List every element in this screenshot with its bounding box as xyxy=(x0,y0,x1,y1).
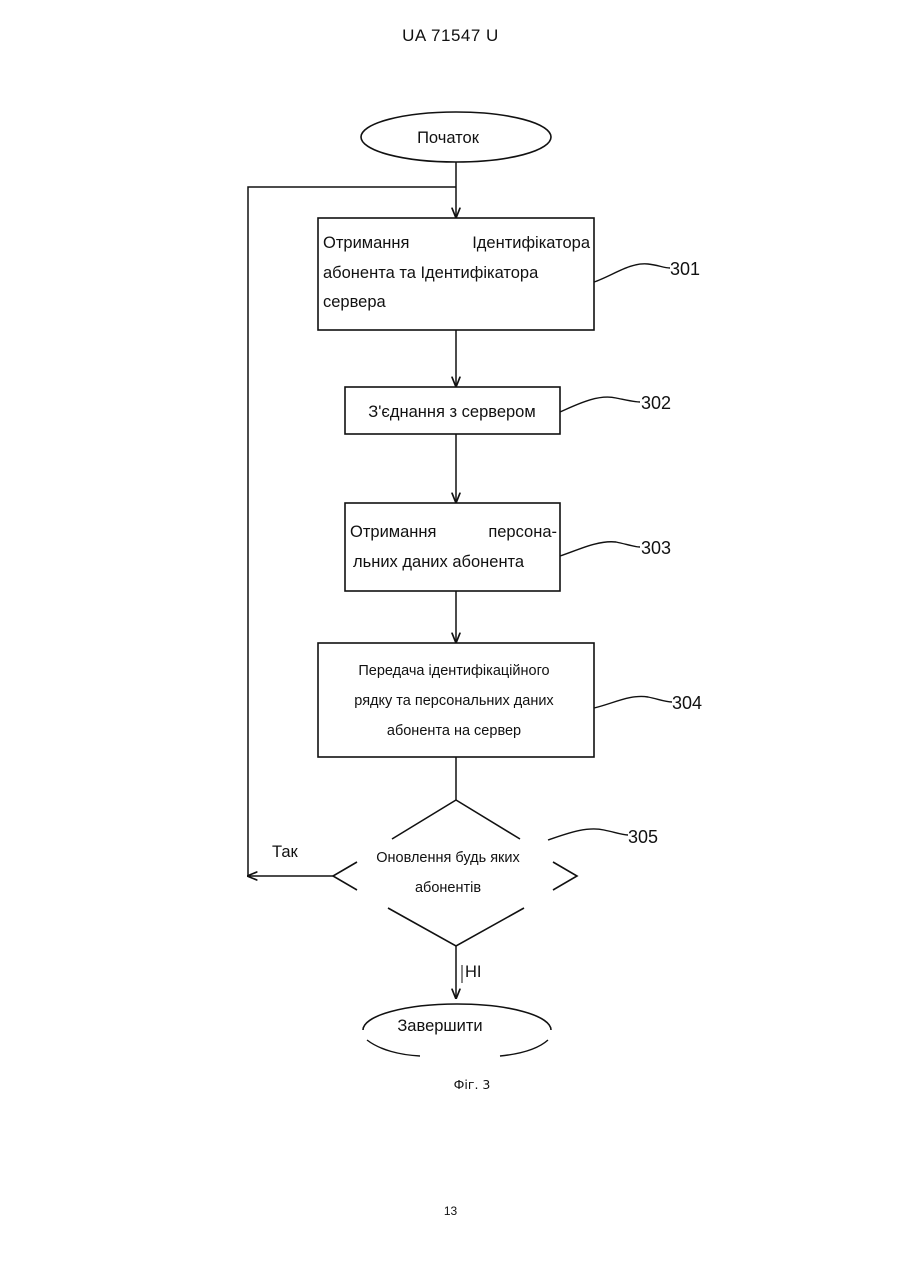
decision305-line2: абонентів xyxy=(415,880,481,896)
step301-line1-a: Отримання xyxy=(323,234,409,252)
ref-304: 304 xyxy=(672,693,702,713)
step301-line2: абонента та Ідентифікатора xyxy=(323,264,539,282)
end-terminator: Завершити xyxy=(363,1004,551,1056)
process-box-304: Передача ідентифікаційного рядку та перс… xyxy=(318,643,594,757)
ref-303: 303 xyxy=(641,538,671,558)
decision305-line1: Оновлення будь яких xyxy=(376,850,520,866)
leader-305 xyxy=(548,829,628,840)
leader-302 xyxy=(560,397,640,412)
step303-line1-b: персона- xyxy=(488,523,557,541)
ref-301: 301 xyxy=(670,259,700,279)
step301-line1-b: Ідентифікатора xyxy=(472,234,591,252)
decision-305: Оновлення будь яких абонентів xyxy=(333,800,577,946)
ref-305: 305 xyxy=(628,827,658,847)
process-box-303: Отримання персона- льних даних абонента xyxy=(345,503,560,591)
step304-line3: абонента на сервер xyxy=(387,723,521,739)
end-label: Завершити xyxy=(397,1017,482,1035)
figure-caption: Фіг. 3 xyxy=(454,1077,491,1092)
step303-line2: льних даних абонента xyxy=(353,553,525,571)
step302-label: З'єднання з сервером xyxy=(368,403,535,421)
step303-line1-a: Отримання xyxy=(350,523,436,541)
leader-303 xyxy=(560,542,640,556)
process-box-302: З'єднання з сервером xyxy=(345,387,560,434)
page-number: 13 xyxy=(0,1204,901,1218)
ref-302: 302 xyxy=(641,393,671,413)
start-terminator: Початок xyxy=(361,112,551,162)
no-label: НІ xyxy=(465,963,482,981)
start-label: Початок xyxy=(417,129,480,147)
leader-301 xyxy=(594,264,670,282)
step304-line1: Передача ідентифікаційного xyxy=(358,663,549,679)
yes-label: Так xyxy=(272,843,299,861)
step301-line3: сервера xyxy=(323,293,387,311)
process-box-301: Отримання Ідентифікатора абонента та Іде… xyxy=(318,218,594,330)
step304-line2: рядку та персональних даних xyxy=(354,693,554,709)
leader-304 xyxy=(594,696,672,708)
